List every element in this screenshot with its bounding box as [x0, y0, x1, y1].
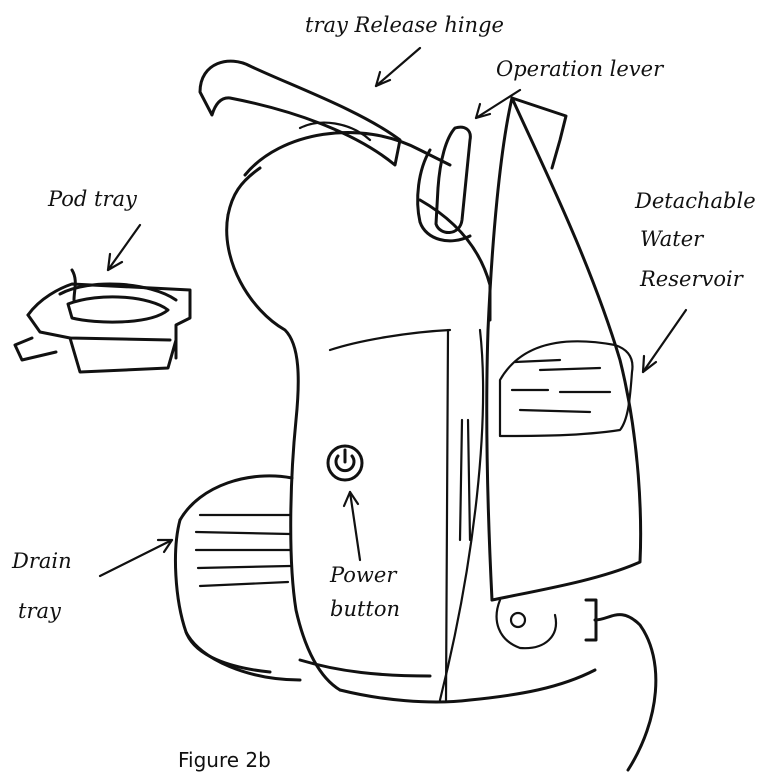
label-drain-line-2: tray	[18, 600, 61, 622]
label-reservoir-line-1: Detachable	[635, 190, 756, 212]
label-power-line-1: Power	[330, 564, 396, 586]
drain-tray-sketch	[175, 476, 300, 680]
label-drain-line-1: Drain	[12, 550, 72, 572]
operation-lever-sketch	[418, 127, 471, 241]
label-tray-release-hinge: tray Release hinge	[305, 14, 504, 36]
label-power-line-2: button	[330, 598, 400, 620]
label-operation-lever: Operation lever	[496, 58, 663, 80]
pod-tray-sketch	[15, 270, 190, 372]
label-arrows	[100, 48, 686, 576]
power-icon[interactable]	[328, 446, 362, 480]
water-reservoir-sketch	[460, 98, 641, 648]
label-pod-tray: Pod tray	[48, 188, 137, 210]
label-reservoir-line-2: Water	[640, 228, 703, 250]
power-cord-sketch	[595, 615, 656, 770]
figure-caption: Figure 2b	[178, 748, 271, 772]
label-reservoir-line-3: Reservoir	[640, 268, 743, 290]
